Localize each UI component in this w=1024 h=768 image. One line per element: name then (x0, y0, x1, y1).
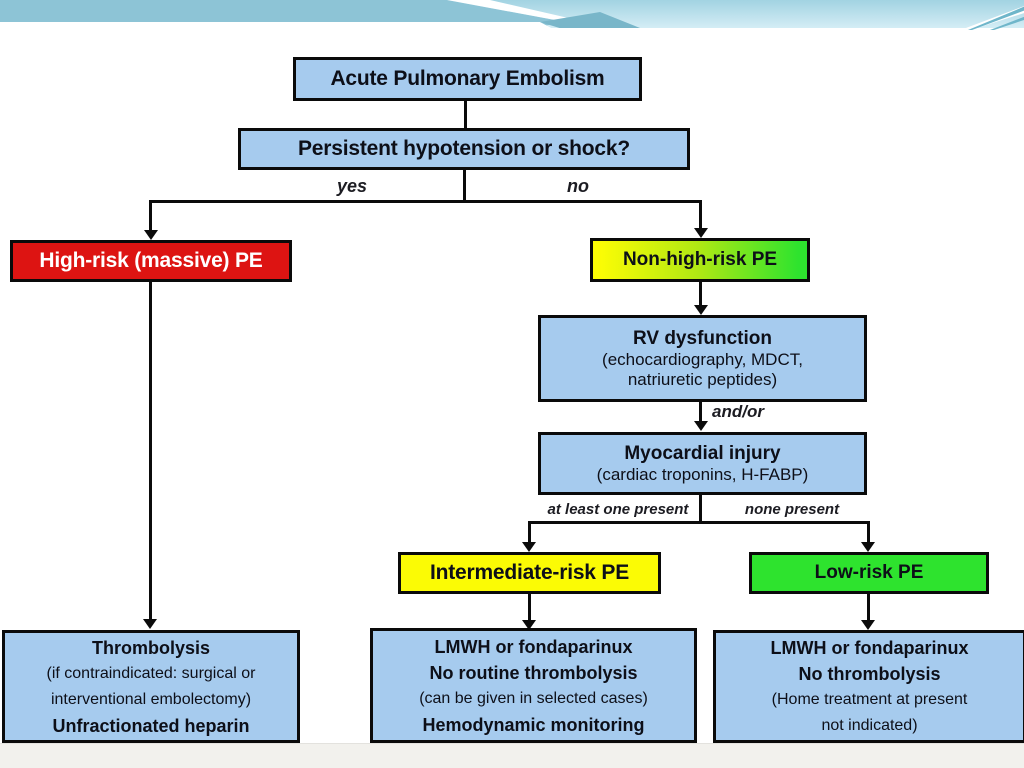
arrowhead-to-high-risk (144, 230, 158, 240)
rv-dysfunction-detail-line1: (echocardiography, MDCT, (602, 349, 803, 369)
treatment-intermediate-line1: LMWH or fondaparinux (434, 636, 633, 657)
arrowhead-to-myocardial-injury (694, 421, 708, 431)
connector-branch2-horizontal (528, 521, 870, 524)
connector-nonhigh-to-rv (699, 281, 702, 306)
node-title-text: Acute Pulmonary Embolism (330, 67, 605, 90)
connector-highrisk-to-treatment (149, 281, 152, 620)
slide-footer-strip (0, 743, 1024, 768)
node-myocardial-injury: Myocardial injury (cardiac troponins, H-… (538, 432, 867, 495)
node-treatment-intermediate-risk: LMWH or fondaparinux No routine thrombol… (370, 628, 697, 743)
connector-rv-to-myocardial (699, 401, 702, 422)
treatment-intermediate-line4: Hemodynamic monitoring (422, 714, 645, 735)
node-treatment-high-risk: Thrombolysis (if contraindicated: surgic… (2, 630, 300, 743)
node-treatment-low-risk: LMWH or fondaparinux No thrombolysis (Ho… (713, 630, 1024, 743)
edge-label-and-or: and/or (712, 402, 764, 421)
treatment-low-line1: LMWH or fondaparinux (770, 637, 969, 658)
node-persistent-hypotension-question: Persistent hypotension or shock? (238, 128, 690, 170)
treatment-high-line4: Unfractionated heparin (52, 715, 250, 736)
rv-dysfunction-detail-line2: natriuretic peptides) (627, 369, 778, 389)
treatment-low-line4: not indicated) (821, 716, 918, 734)
node-question-text: Persistent hypotension or shock? (298, 137, 630, 160)
connector-low-to-treatment (867, 593, 870, 621)
myocardial-injury-detail: (cardiac troponins, H-FABP) (596, 464, 809, 484)
node-intermediate-risk-pe: Intermediate-risk PE (398, 552, 661, 594)
rv-dysfunction-title: RV dysfunction (633, 327, 772, 349)
connector-branch2-right-vertical (867, 521, 870, 543)
node-low-risk-pe: Low-risk PE (749, 552, 989, 594)
treatment-intermediate-line2: No routine thrombolysis (429, 662, 638, 683)
arrowhead-to-treatment-intermediate (522, 620, 536, 630)
arrowhead-to-treatment-low (861, 620, 875, 630)
arrowhead-to-non-high-risk (694, 228, 708, 238)
slide-header-decoration (0, 0, 1024, 34)
treatment-high-line1: Thrombolysis (91, 637, 211, 658)
connector-intermediate-to-treatment (528, 593, 531, 621)
node-high-risk-pe: High-risk (massive) PE (10, 240, 292, 282)
connector-branch1-horizontal (150, 200, 702, 203)
arrowhead-to-treatment-high (143, 619, 157, 629)
node-high-risk-text: High-risk (massive) PE (39, 249, 263, 272)
edge-label-yes: yes (336, 176, 368, 196)
treatment-intermediate-line3: (can be given in selected cases) (419, 689, 648, 707)
node-low-risk-text: Low-risk PE (814, 562, 924, 583)
treatment-low-line2: No thrombolysis (798, 663, 941, 684)
connector-branch2-left-vertical (528, 521, 531, 543)
arrowhead-to-low-risk (861, 542, 875, 552)
treatment-low-line3: (Home treatment at present (771, 690, 968, 708)
edge-label-at-least-one-present: at least one present (547, 501, 689, 518)
connector-title-to-question (464, 99, 467, 129)
edge-label-none-present: none present (744, 501, 840, 518)
node-non-high-risk-text: Non-high-risk PE (622, 249, 778, 270)
connector-branch1-no-vertical (699, 200, 702, 229)
connector-question-to-branch (463, 168, 466, 203)
node-non-high-risk-pe: Non-high-risk PE (590, 238, 810, 282)
arrowhead-to-rv-dysfunction (694, 305, 708, 315)
arrowhead-to-intermediate-risk (522, 542, 536, 552)
node-rv-dysfunction: RV dysfunction (echocardiography, MDCT, … (538, 315, 867, 402)
myocardial-injury-title: Myocardial injury (624, 442, 781, 464)
node-acute-pulmonary-embolism: Acute Pulmonary Embolism (293, 57, 642, 101)
connector-myocardial-to-branch (699, 494, 702, 523)
treatment-high-line3: interventional embolectomy) (50, 690, 252, 708)
node-intermediate-risk-text: Intermediate-risk PE (429, 561, 630, 584)
connector-branch1-yes-vertical (149, 200, 152, 231)
treatment-high-line2: (if contraindicated: surgical or (46, 664, 256, 682)
edge-label-no: no (567, 176, 589, 196)
